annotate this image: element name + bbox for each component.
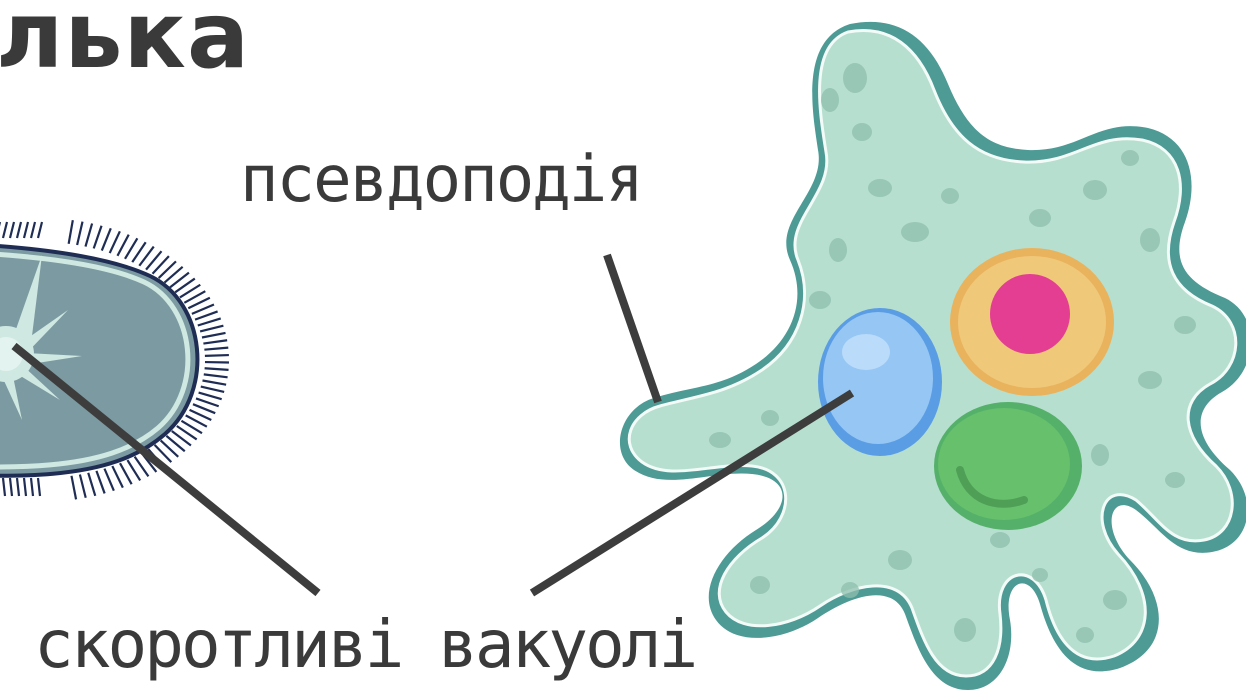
label-contractile-vacuoles: скоротливі вакуолі <box>34 612 695 678</box>
cilium <box>88 473 95 496</box>
amoeba-nucleolus <box>990 274 1070 354</box>
cilium <box>200 326 223 332</box>
cilium <box>204 348 228 350</box>
cilium <box>102 228 111 250</box>
cilium <box>10 222 14 238</box>
cilium <box>195 311 218 319</box>
cilium <box>199 393 222 400</box>
cilium <box>85 224 92 247</box>
cilium <box>17 222 21 238</box>
cilium <box>196 398 219 406</box>
leader-line-pseudopodia <box>607 255 658 402</box>
amoeba <box>620 22 1246 690</box>
cilium <box>201 387 224 392</box>
cilium <box>205 368 229 370</box>
amoeba-nucleus <box>950 248 1114 396</box>
cilium <box>198 318 221 325</box>
label-pseudopodia: псевдоподія <box>240 148 642 212</box>
cilium <box>80 474 86 497</box>
cilium <box>96 471 104 494</box>
amoeba-food-vacuole <box>934 402 1082 530</box>
cilium <box>10 478 12 496</box>
cilium <box>94 226 102 249</box>
cilium <box>202 333 226 338</box>
cilium <box>31 222 35 238</box>
page-title: лька <box>0 0 250 82</box>
amoeba-contractile-vacuole <box>818 308 942 456</box>
cilium <box>203 340 227 343</box>
cilium <box>205 355 229 356</box>
cilium <box>77 222 82 245</box>
cilium <box>204 374 228 377</box>
cilium <box>71 476 76 500</box>
cilium <box>17 478 19 496</box>
cilium <box>120 463 132 484</box>
cilium <box>3 222 7 238</box>
cilium <box>24 222 28 238</box>
cilium <box>24 478 26 496</box>
cilium <box>3 478 5 496</box>
cilium <box>117 235 128 256</box>
cilium <box>112 466 123 488</box>
cilium <box>202 380 226 384</box>
cilium <box>31 478 33 496</box>
cilium <box>69 220 73 244</box>
cilium <box>104 469 113 491</box>
cilium <box>38 222 42 238</box>
cilium <box>38 478 40 496</box>
cilium <box>110 231 120 253</box>
